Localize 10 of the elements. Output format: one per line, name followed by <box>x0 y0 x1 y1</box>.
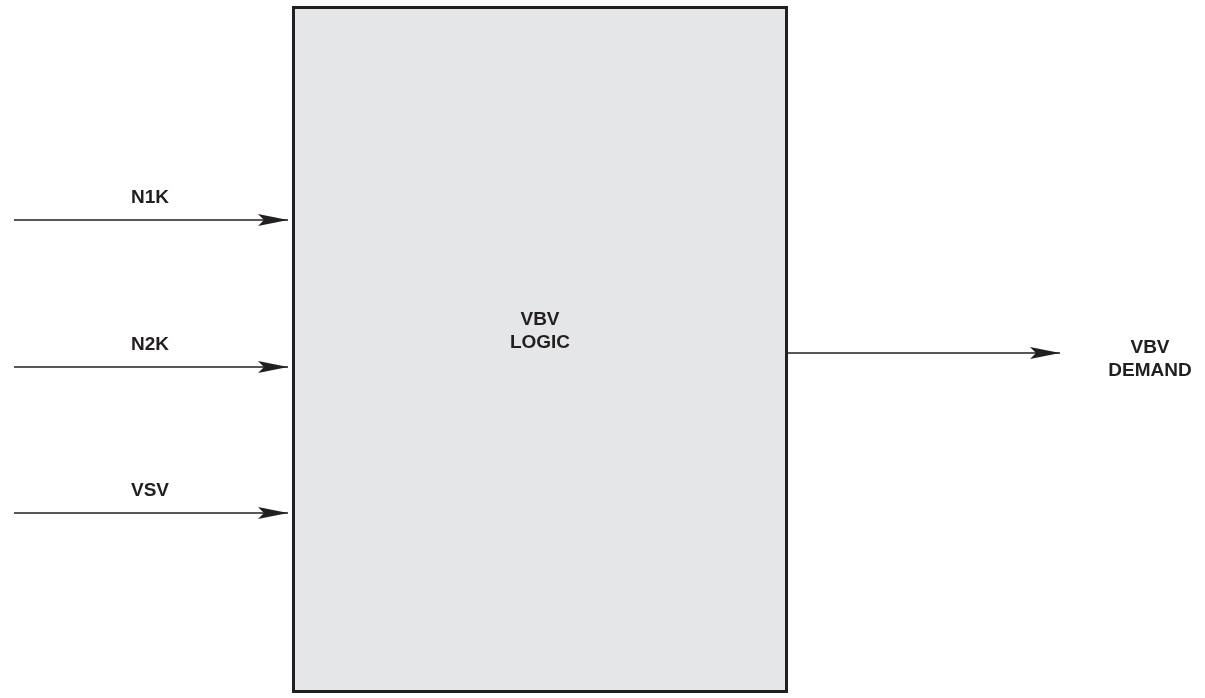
arrow <box>787 347 1061 359</box>
block-label: VBV LOGIC <box>508 306 572 353</box>
signal-label: N1K <box>131 186 169 208</box>
signal-label: N2K <box>131 333 169 355</box>
arrow <box>13 507 289 519</box>
output-signal-label: VBV DEMAND <box>1107 335 1193 381</box>
signal-label: VSV <box>131 479 169 501</box>
arrow <box>13 214 289 226</box>
arrow <box>13 361 289 373</box>
logic-block <box>292 6 788 693</box>
